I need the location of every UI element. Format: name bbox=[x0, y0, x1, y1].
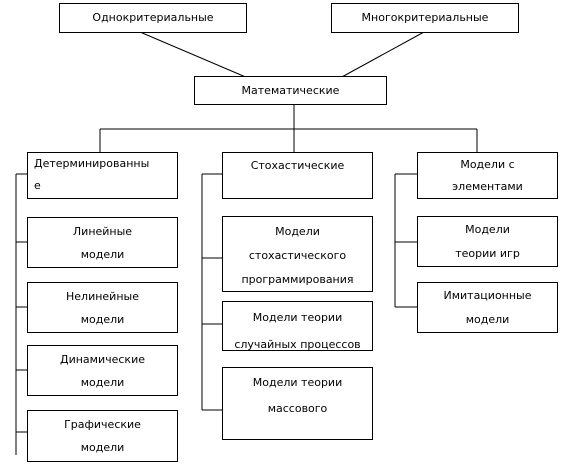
node-nonlinear-models: Нелинейные модели bbox=[27, 282, 178, 333]
node-models-with-elements: Модели с элементами bbox=[417, 152, 558, 199]
node-mathematical: Математические bbox=[194, 76, 387, 105]
node-stochastic: Стохастические bbox=[222, 152, 373, 199]
node-stochastic-programming: Модели стохастического программирования bbox=[222, 216, 373, 292]
connector-single-to-center bbox=[139, 31, 249, 79]
node-multi-criterion: Многокритериальные bbox=[331, 3, 519, 33]
node-dynamic-models: Динамические модели bbox=[27, 345, 178, 396]
node-game-theory: Модели теории игр bbox=[417, 216, 558, 267]
node-linear-models: Линейные модели bbox=[27, 217, 178, 268]
node-graphic-models: Графические модели bbox=[27, 410, 178, 462]
node-deterministic: Детерминированны е bbox=[27, 152, 178, 199]
node-simulation-models: Имитационные модели bbox=[417, 282, 558, 333]
connector-multi-to-center bbox=[339, 31, 425, 79]
node-queueing-theory: Модели теории массового bbox=[222, 367, 373, 440]
node-single-criterion: Однокритериальные bbox=[59, 3, 247, 33]
node-random-processes: Модели теории случайных процессов bbox=[222, 301, 373, 351]
